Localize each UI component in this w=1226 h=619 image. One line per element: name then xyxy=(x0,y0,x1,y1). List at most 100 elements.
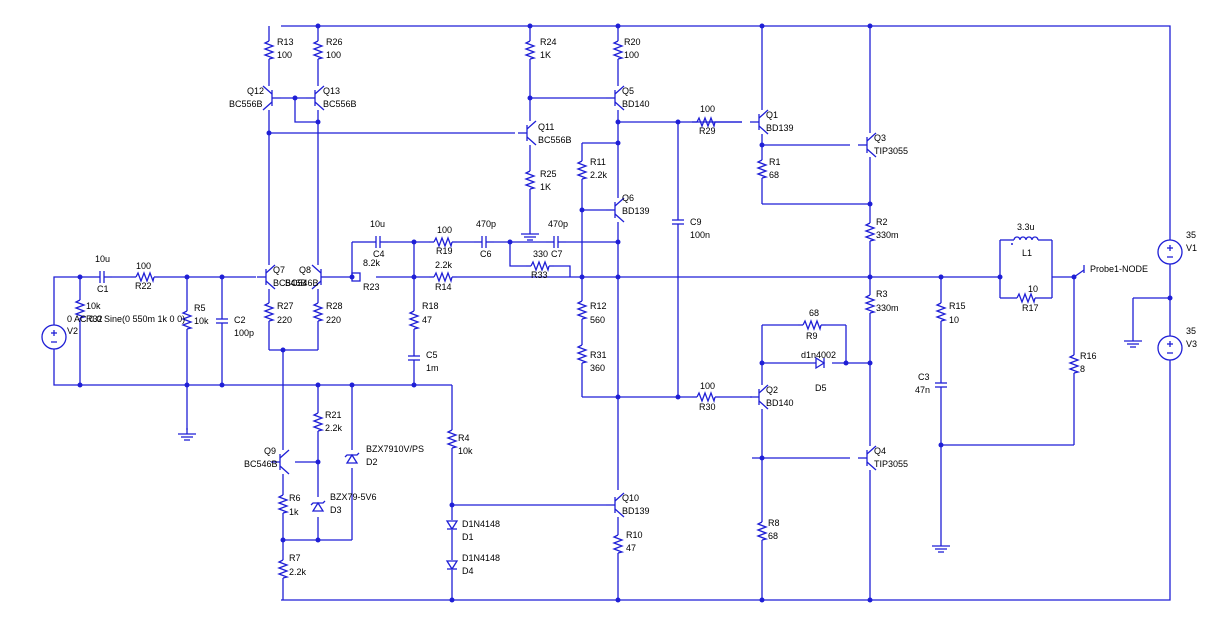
R8-value: 68 xyxy=(768,531,778,541)
R22-ref: R22 xyxy=(135,281,152,291)
R29-symbol xyxy=(691,117,721,127)
Q13-ref: Q13 xyxy=(323,86,340,96)
probe-label: Probe1-NODE xyxy=(1090,264,1148,274)
Q8-ref: Q8 xyxy=(299,265,311,275)
R4-ref: R4 xyxy=(458,433,470,443)
C2-symbol xyxy=(215,310,229,332)
R22-symbol xyxy=(130,272,160,282)
R24-ref: R24 xyxy=(540,37,557,47)
R13-ref: R13 xyxy=(277,37,294,47)
R17-ref: R17 xyxy=(1022,303,1039,313)
ground-symbol xyxy=(1123,334,1143,348)
R21-value: 2.2k xyxy=(325,423,343,433)
D2-ref: D2 xyxy=(366,457,378,467)
D5-symbol xyxy=(815,356,826,370)
R10-value: 47 xyxy=(626,543,636,553)
probe-marker xyxy=(1073,265,1085,278)
R26-value: 100 xyxy=(326,50,341,60)
Q11-value: BC556B xyxy=(538,135,572,145)
R16-ref: R16 xyxy=(1080,351,1097,361)
Q3-ref: Q3 xyxy=(874,133,886,143)
R25-ref: R25 xyxy=(540,169,557,179)
R24-symbol xyxy=(525,35,535,65)
R21-symbol xyxy=(313,407,323,437)
ground-symbol xyxy=(177,427,197,441)
R18-symbol xyxy=(409,305,419,335)
R2-symbol xyxy=(865,217,875,247)
R19-symbol xyxy=(428,237,458,247)
C7-value: 470p xyxy=(548,219,568,229)
R16-value: 8 xyxy=(1080,364,1085,374)
R15-value: 10 xyxy=(949,315,959,325)
C6-value: 470p xyxy=(476,219,496,229)
R6-ref: R6 xyxy=(289,493,301,503)
R12-symbol xyxy=(577,295,587,325)
R25-value: 1K xyxy=(540,182,551,192)
Q9-value: BC546B xyxy=(244,459,278,469)
R2-value: 330m xyxy=(876,230,899,240)
Q1-ref: Q1 xyxy=(766,110,778,120)
L1-ref: L1 xyxy=(1022,248,1032,258)
R28-ref: R28 xyxy=(326,301,343,311)
R3-ref: R3 xyxy=(876,289,888,299)
Q11-symbol xyxy=(517,120,537,146)
R20-symbol xyxy=(613,35,623,65)
R7-symbol xyxy=(278,554,288,584)
D4-value: D1N4148 xyxy=(462,553,500,563)
V2-value: 0 AC 0.0 Sine(0 550m 1k 0 0) xyxy=(67,314,185,324)
C2-value: 100p xyxy=(234,328,254,338)
D1-ref: D1 xyxy=(462,532,474,542)
C2-ref: C2 xyxy=(234,315,246,325)
Q6-value: BD139 xyxy=(622,206,650,216)
R27-value: 220 xyxy=(277,315,292,325)
R30-ref: R30 xyxy=(699,402,716,412)
R6-symbol xyxy=(278,489,288,519)
Q1-value: BD139 xyxy=(766,123,794,133)
R23-ref: R23 xyxy=(363,282,380,292)
C9-ref: C9 xyxy=(690,217,702,227)
R13-symbol xyxy=(264,35,274,65)
D1-symbol xyxy=(446,520,458,530)
C5-symbol xyxy=(407,347,421,369)
R32-value: 10k xyxy=(86,301,101,311)
R27-ref: R27 xyxy=(277,301,294,311)
C4-symbol xyxy=(367,235,389,249)
R17-symbol xyxy=(1011,293,1041,303)
R7-value: 2.2k xyxy=(289,567,307,577)
R24-value: 1K xyxy=(540,50,551,60)
L1-value: 3.3u xyxy=(1017,222,1035,232)
R16-symbol xyxy=(1069,349,1079,379)
V3-value: 35 xyxy=(1186,326,1196,336)
R20-value: 100 xyxy=(624,50,639,60)
component-labels: R13 100 R26 100 R24 1K R20 100 Q12 BC556… xyxy=(67,37,1197,577)
Q3-value: TIP3055 xyxy=(874,146,908,156)
Q8-value: BC546B xyxy=(285,278,319,288)
R18-ref: R18 xyxy=(422,301,439,311)
C4-value: 10u xyxy=(370,219,385,229)
C6-ref: C6 xyxy=(480,249,492,259)
V3-ref: V3 xyxy=(1186,339,1197,349)
R11-ref: R11 xyxy=(590,157,606,167)
R9-value: 68 xyxy=(809,308,819,318)
V1-symbol xyxy=(1157,239,1183,265)
D4-ref: D4 xyxy=(462,566,474,576)
R21-ref: R21 xyxy=(325,410,342,420)
R11-value: 2.2k xyxy=(590,170,608,180)
wires xyxy=(53,25,1171,601)
R4-symbol xyxy=(447,424,457,454)
R15-symbol xyxy=(936,297,946,327)
R29-value: 100 xyxy=(700,104,715,114)
Q7-ref: Q7 xyxy=(273,265,285,275)
Q7-value: BC546B xyxy=(273,278,307,288)
C1-ref: C1 xyxy=(97,284,109,294)
Q2-ref: Q2 xyxy=(766,385,778,395)
D3-symbol xyxy=(310,500,326,512)
D1-value: D1N4148 xyxy=(462,519,500,529)
R1-value: 68 xyxy=(769,170,779,180)
R33-ref: R33 xyxy=(531,270,548,280)
R8-ref: R8 xyxy=(768,518,780,528)
R22-value: 100 xyxy=(136,261,151,271)
R19-ref: R19 xyxy=(436,246,453,256)
R29-ref: R29 xyxy=(699,126,716,136)
R11-symbol xyxy=(577,155,587,185)
